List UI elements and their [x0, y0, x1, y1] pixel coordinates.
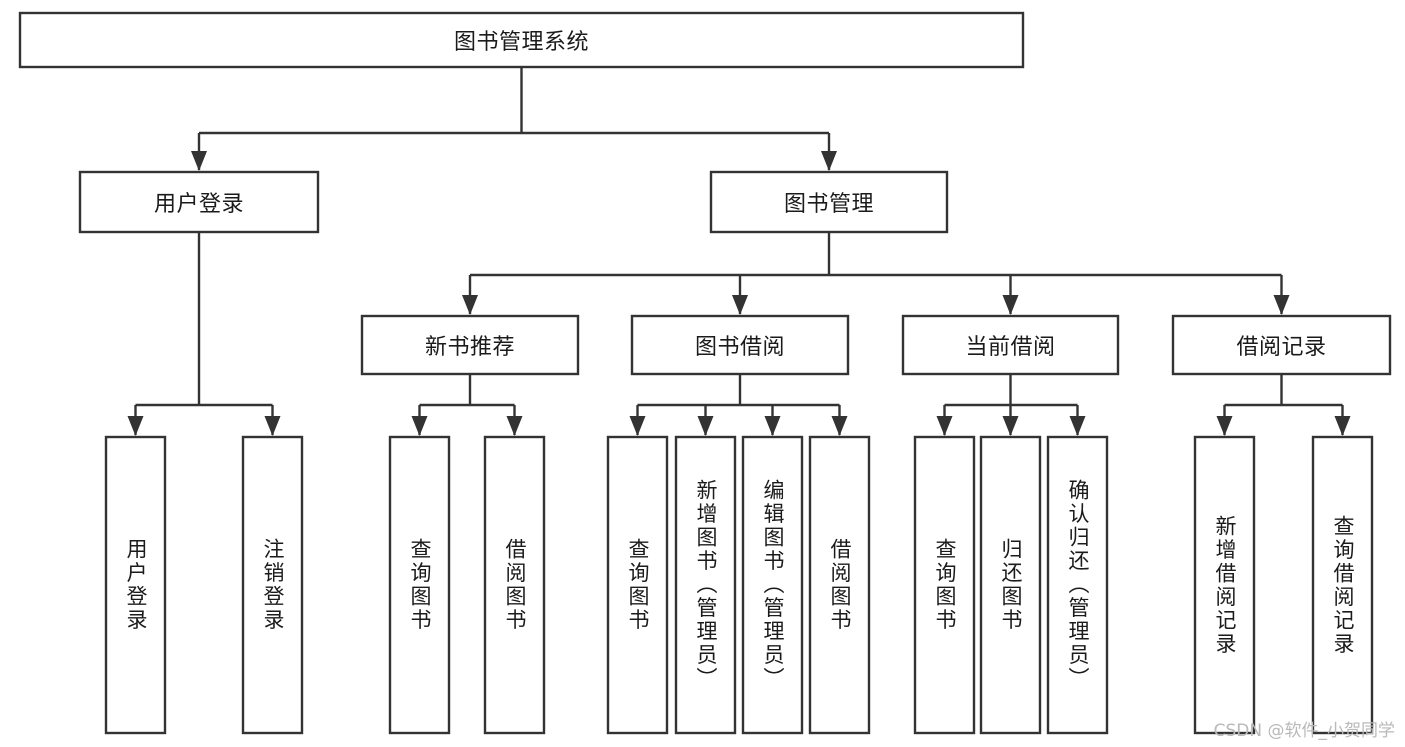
node-box-leaf-borrow-book-new[interactable] [483, 435, 546, 735]
node-box-book-borrow[interactable] [630, 314, 850, 376]
arrow-head-leaf-add-borrow-record [1216, 416, 1233, 436]
arrow-head-leaf-query-book-current [936, 416, 953, 436]
arrow-head-leaf-add-book-admin [697, 416, 714, 436]
arrow-head-leaf-user-login [127, 416, 144, 436]
arrow-head-book-borrow [732, 295, 748, 315]
arrow-head-borrow-record [1273, 295, 1290, 315]
arrow-head-leaf-query-book-new [411, 416, 428, 436]
node-box-borrow-record[interactable] [1171, 314, 1392, 376]
arrow-head-leaf-query-book-borrow [629, 416, 646, 436]
arrow-head-leaf-confirm-return-admin [1069, 416, 1086, 436]
node-box-leaf-add-book-admin[interactable] [674, 435, 737, 735]
node-box-root[interactable] [18, 11, 1025, 69]
node-box-leaf-query-book-borrow[interactable] [606, 435, 669, 735]
node-box-leaf-query-book-current[interactable] [913, 435, 976, 735]
arrow-head-user-login [191, 151, 207, 171]
node-box-leaf-confirm-return-admin[interactable] [1046, 435, 1109, 735]
node-box-book-management[interactable] [709, 170, 949, 234]
arrow-head-leaf-borrow-book-new [506, 416, 523, 436]
node-box-current-borrow[interactable] [901, 314, 1120, 376]
arrow-head-leaf-return-book [1002, 416, 1019, 436]
arrow-head-leaf-query-borrow-record [1334, 416, 1351, 436]
arrow-head-new-book-recommend [462, 295, 478, 315]
node-box-new-book-recommend[interactable] [360, 314, 580, 376]
node-box-user-login[interactable] [78, 170, 320, 234]
node-box-leaf-user-login[interactable] [104, 435, 167, 735]
arrow-head-leaf-edit-book-admin [764, 416, 781, 436]
node-box-leaf-return-book[interactable] [979, 435, 1042, 735]
node-box-leaf-logout-login[interactable] [241, 435, 304, 735]
node-box-leaf-borrow-book[interactable] [808, 435, 871, 735]
arrow-head-book-management [821, 151, 837, 171]
arrow-head-leaf-logout-login [264, 416, 281, 436]
watermark-text: CSDN @软件_小贺同学 [1213, 721, 1395, 741]
box-layer [18, 11, 1392, 735]
arrow-head-current-borrow [1002, 295, 1019, 315]
arrow-head-leaf-borrow-book [831, 416, 848, 436]
node-box-leaf-add-borrow-record[interactable] [1193, 435, 1256, 735]
node-box-leaf-query-book-new[interactable] [388, 435, 451, 735]
node-box-leaf-query-borrow-record[interactable] [1311, 435, 1374, 735]
connector-layer [127, 67, 1351, 436]
node-box-leaf-edit-book-admin[interactable] [741, 435, 804, 735]
